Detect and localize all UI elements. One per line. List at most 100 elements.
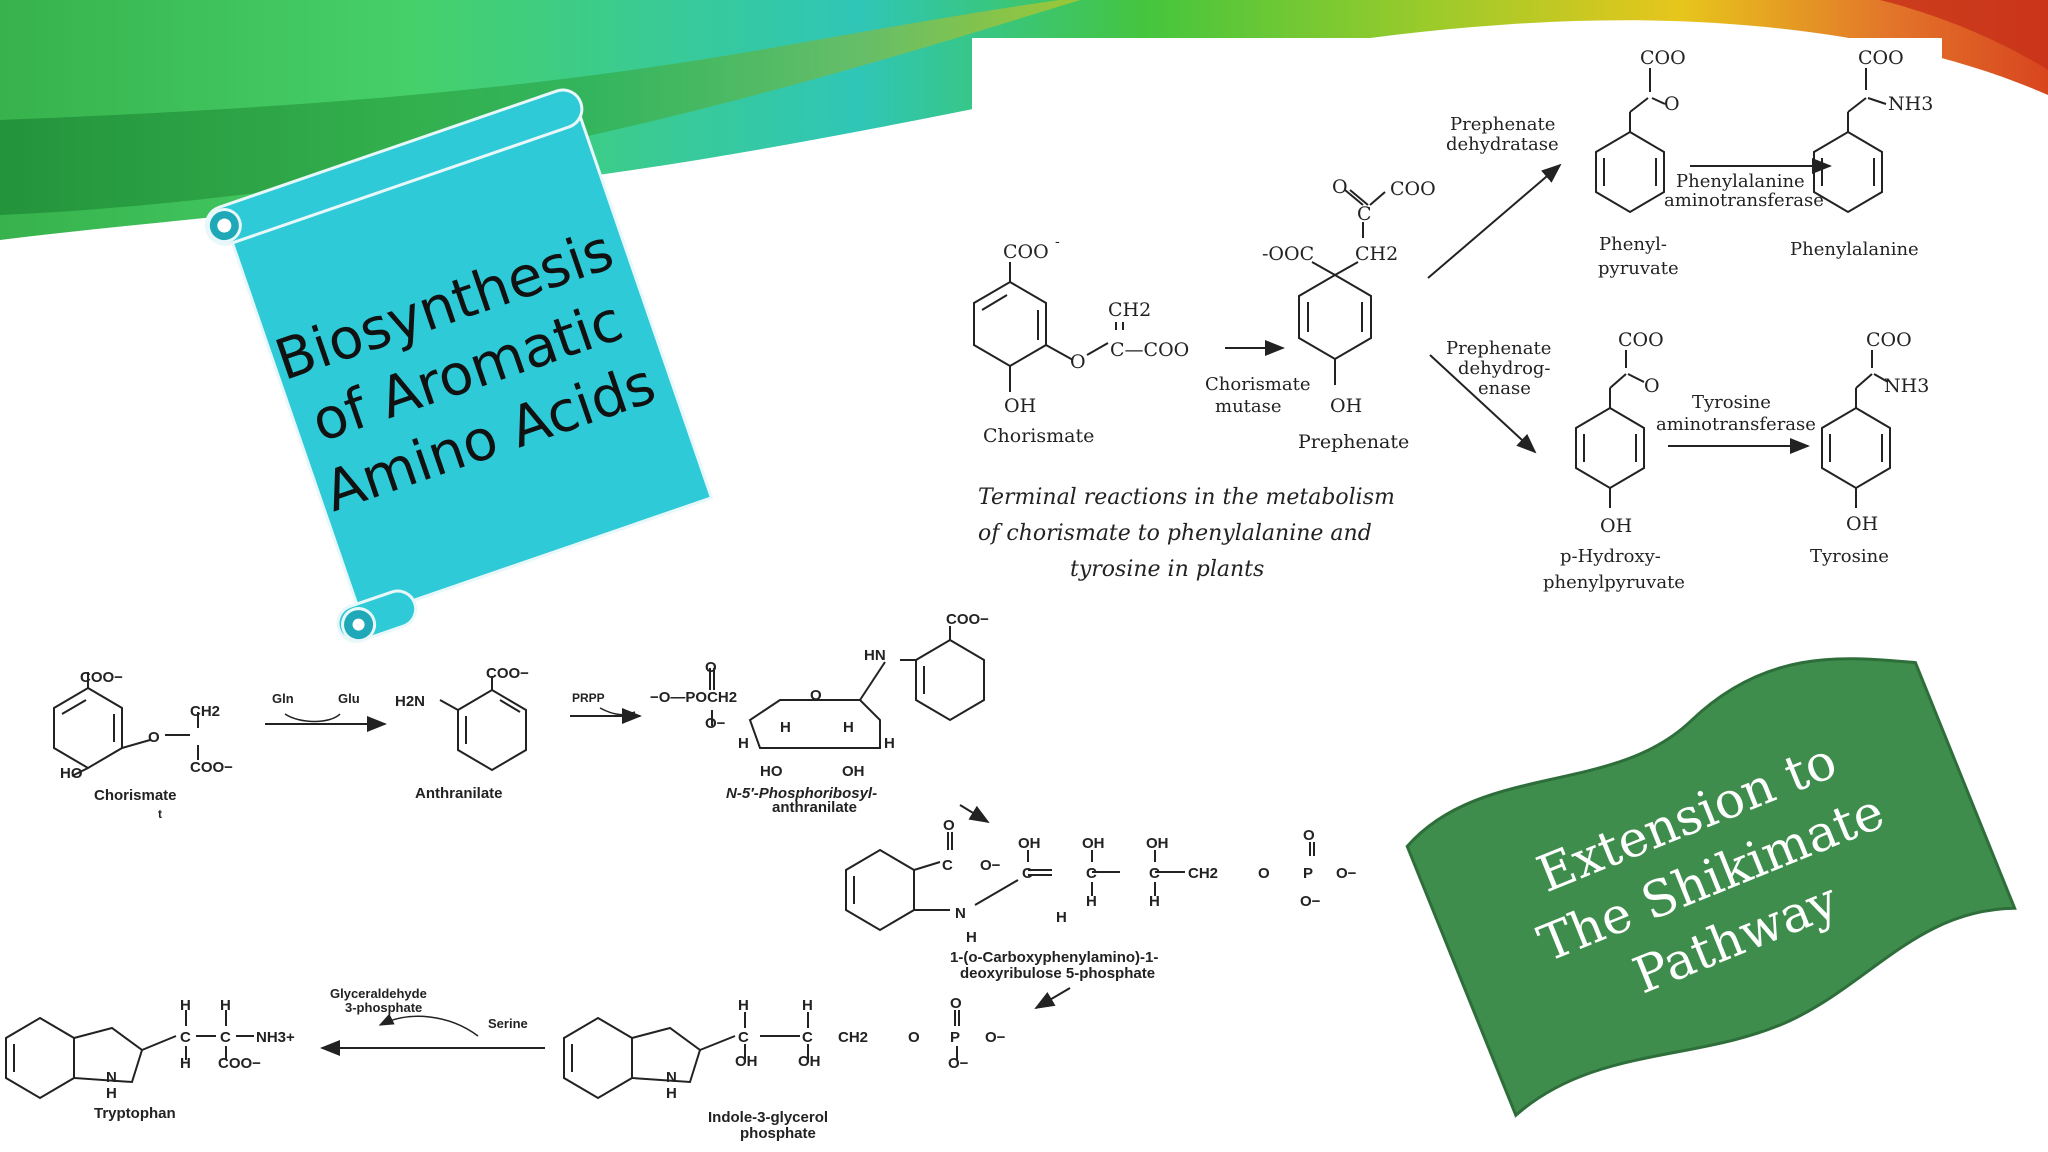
prephenate-coo: COO [1390, 178, 1436, 200]
trp-c2: C [220, 1029, 231, 1046]
phenylalanine-label: Phenylalanine [1790, 239, 1919, 260]
cdrp-h-n: H [966, 929, 977, 946]
title-scroll: Biosynthesis of Aromatic Amino Acids [204, 88, 714, 643]
prephenate-o: O [1332, 176, 1348, 198]
phe-transferase-label-1: Phenylalanine [1676, 171, 1805, 192]
trp-chorismate-label: Chorismate [94, 787, 177, 804]
trp-chorismate-mark: t [158, 807, 162, 821]
igp-n: N [666, 1069, 677, 1086]
prephenate-ooc: -OOC [1262, 243, 1314, 265]
trp-chorismate-ho: HO [60, 765, 83, 782]
prephenate-label: Prephenate [1298, 431, 1409, 453]
cdrp-p: P [1303, 865, 1313, 882]
dehydratase-label-1: Prephenate [1450, 114, 1555, 135]
trp-c1: C [180, 1029, 191, 1046]
chorismate-structure [973, 262, 1124, 392]
cdrp-h3: H [1149, 893, 1160, 910]
cdrp-oh1: OH [1018, 835, 1041, 852]
caption-line-3: tyrosine in plants [1070, 557, 1264, 582]
pra-ho: HO [760, 763, 783, 780]
cdrp-structure [845, 832, 1315, 932]
igp-h1: H [738, 997, 749, 1014]
igp-p-o-right: O− [985, 1029, 1006, 1046]
igp-p-o-bottom: O− [948, 1055, 969, 1072]
phenylpyruvate-coo: COO [1640, 47, 1686, 69]
gln-label: Gln [272, 691, 294, 706]
cdrp-o-minus: O− [980, 857, 1001, 874]
pra-h4: H [884, 735, 895, 752]
cdrp-o-link: O [1258, 865, 1270, 882]
phenylalanine-structure [1813, 68, 1887, 214]
phenylpyruvate-o: O [1664, 93, 1680, 115]
cdrp-c1: C [1022, 865, 1033, 882]
cdrp-label-1: 1-(o-Carboxyphenylamino)-1- [950, 949, 1158, 966]
trp-chorismate-coo: COO− [80, 669, 123, 686]
prephenate-c: C [1357, 203, 1372, 225]
pra-oh: OH [842, 763, 865, 780]
g3p-label-2: 3-phosphate [345, 1000, 422, 1015]
trp-chorismate-structure [53, 672, 199, 777]
prephenate-oh: OH [1330, 395, 1362, 417]
cdrp-p-o-top: O [1303, 827, 1315, 844]
phenylpyruvate-label-1: Phenyl- [1599, 234, 1667, 255]
igp-c1: C [738, 1029, 749, 1046]
igp-h2: H [802, 997, 813, 1014]
dehydrogenase-label-3: enase [1478, 378, 1531, 399]
pra-label-2: anthranilate [772, 799, 857, 816]
hydroxyphenylpyruvate-oh: OH [1600, 515, 1632, 537]
cdrp-c: C [942, 857, 953, 874]
cdrp-p-o-right: O− [1336, 865, 1357, 882]
serine-label: Serine [488, 1016, 528, 1031]
trp-label: Tryptophan [94, 1105, 176, 1122]
cdrp-c3: C [1149, 865, 1160, 882]
trp-h3: H [220, 997, 231, 1014]
glu-label: Glu [338, 691, 360, 706]
igp-ch2: CH2 [838, 1029, 868, 1046]
cdrp-oh3: OH [1146, 835, 1169, 852]
pra-h2: H [780, 719, 791, 736]
chorismate-label: Chorismate [983, 425, 1094, 447]
igp-o-link: O [908, 1029, 920, 1046]
pra-label-1: N-5′-Phosphoribosyl- [726, 785, 877, 802]
phenylalanine-coo: COO [1858, 47, 1904, 69]
mutase-label-2: mutase [1215, 396, 1282, 417]
hydroxyphenylpyruvate-o: O [1644, 375, 1660, 397]
cdrp-arrow [1034, 987, 1071, 1010]
hydroxyphenylpyruvate-coo: COO [1618, 329, 1664, 351]
anthranilate-h2n: H2N [395, 693, 425, 710]
chorismate-coo-minus: - [1055, 234, 1060, 250]
trp-n: N [106, 1069, 117, 1086]
trp-h2: H [180, 1055, 191, 1072]
igp-structure [563, 1010, 960, 1100]
igp-p: P [950, 1029, 960, 1046]
trp-h1: H [180, 997, 191, 1014]
trp-h-n: H [106, 1085, 117, 1102]
tyrosine-coo: COO [1866, 329, 1912, 351]
top-diagram-panel [972, 38, 1942, 598]
pra-poch2: −O—POCH2 [650, 689, 737, 706]
prpp-label: PRPP [572, 691, 605, 705]
bottom-pathway-diagram: COO− CH2 O COO− HO Chorismate t Gln Glu … [5, 611, 1357, 1142]
dehydrogenase-label-2: dehydrog- [1458, 358, 1551, 379]
pra-o-minus: O− [705, 715, 726, 732]
tyrosine-label: Tyrosine [1810, 546, 1889, 567]
cdrp-o-top: O [943, 817, 955, 834]
pra-arrow [959, 804, 990, 824]
hydroxyphenylpyruvate-label-2: phenylpyruvate [1543, 572, 1685, 593]
cdrp-ch2: CH2 [1188, 865, 1218, 882]
chorismate-c-coo: C—COO [1110, 339, 1189, 361]
igp-h-n: H [666, 1085, 677, 1102]
trp-coo: COO− [218, 1055, 261, 1072]
trp-chorismate-o: O [148, 729, 160, 746]
pra-h1: H [738, 735, 749, 752]
phenylpyruvate-label-2: pyruvate [1598, 258, 1679, 279]
mutase-label-1: Chorismate [1205, 374, 1311, 395]
g3p-label-1: Glyceraldehyde [330, 986, 427, 1001]
tyrosine-nh3: NH3 [1884, 375, 1929, 397]
igp-label-2: phosphate [740, 1125, 816, 1142]
anthranilate-structure [439, 676, 527, 772]
tyr-transferase-label-1: Tyrosine [1692, 392, 1771, 413]
anthranilate-label: Anthranilate [415, 785, 503, 802]
phenylpyruvate-structure [1595, 68, 1666, 214]
